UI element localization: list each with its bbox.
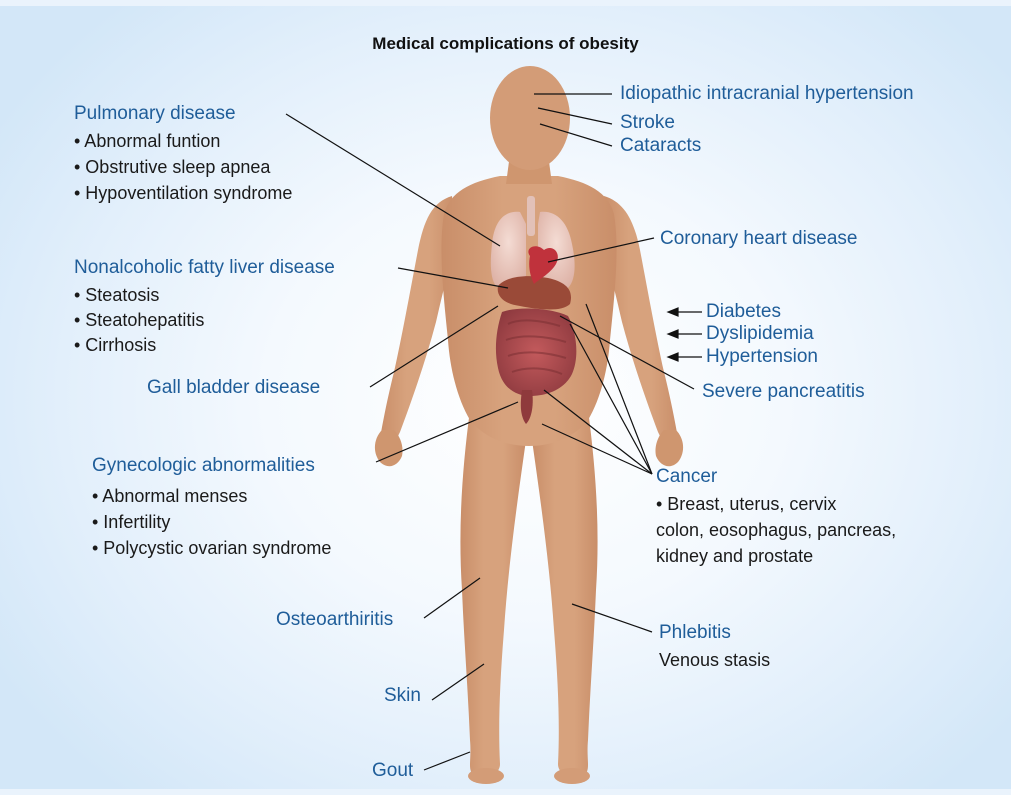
pulmonary-item: • Abnormal funtion — [74, 129, 220, 153]
diagram-title: Medical complications of obesity — [0, 34, 1011, 54]
skin-label: Skin — [384, 684, 421, 708]
liver-item: • Steatosis — [74, 283, 159, 307]
liver-item: • Steatohepatitis — [74, 308, 204, 332]
leader-pulmonary — [286, 114, 500, 246]
idiopathic-label: Idiopathic intracranial hypertension — [620, 82, 914, 106]
gynecologic-heading: Gynecologic abnormalities — [92, 454, 315, 478]
left-leg — [460, 410, 526, 777]
gallbladder-label: Gall bladder disease — [147, 376, 320, 400]
left-arrow-icon — [668, 330, 678, 338]
cancer-line: kidney and prostate — [656, 544, 813, 568]
dyslipidemia-label: Dyslipidemia — [706, 322, 814, 346]
right-hand — [655, 430, 683, 466]
hypertension-label: Hypertension — [706, 345, 818, 369]
liver-item: • Cirrhosis — [74, 333, 156, 357]
right-leg — [532, 410, 598, 777]
diabetes-label: Diabetes — [706, 300, 781, 324]
left-foot — [468, 768, 504, 784]
left-arrow-icon — [668, 353, 678, 361]
osteoarthritis-label: Osteoarthiritis — [276, 608, 393, 632]
cataracts-label: Cataracts — [620, 134, 701, 158]
gynecologic-item: • Abnormal menses — [92, 484, 247, 508]
trachea — [527, 196, 535, 236]
gynecologic-item: • Infertility — [92, 510, 170, 534]
leader-gout — [424, 752, 470, 770]
human-body-figure — [375, 66, 683, 784]
phlebitis-heading: Phlebitis — [659, 621, 731, 645]
coronary-label: Coronary heart disease — [660, 227, 858, 251]
head — [490, 66, 570, 170]
left-arrow-icon — [668, 308, 678, 316]
pulmonary-item: • Hypoventilation syndrome — [74, 181, 292, 205]
cancer-line: • Breast, uterus, cervix — [656, 492, 836, 516]
gout-label: Gout — [372, 759, 413, 783]
cancer-heading: Cancer — [656, 465, 717, 489]
stroke-label: Stroke — [620, 111, 675, 135]
liver-heading: Nonalcoholic fatty liver disease — [74, 256, 335, 280]
phlebitis-detail: Venous stasis — [659, 648, 770, 672]
pulmonary-heading: Pulmonary disease — [74, 102, 236, 126]
pancreatitis-label: Severe pancreatitis — [702, 380, 865, 404]
metabolic-arrows — [668, 308, 702, 361]
gynecologic-item: • Polycystic ovarian syndrome — [92, 536, 331, 560]
cancer-line: colon, eosophagus, pancreas, — [656, 518, 896, 542]
right-foot — [554, 768, 590, 784]
pulmonary-item: • Obstrutive sleep apnea — [74, 155, 270, 179]
